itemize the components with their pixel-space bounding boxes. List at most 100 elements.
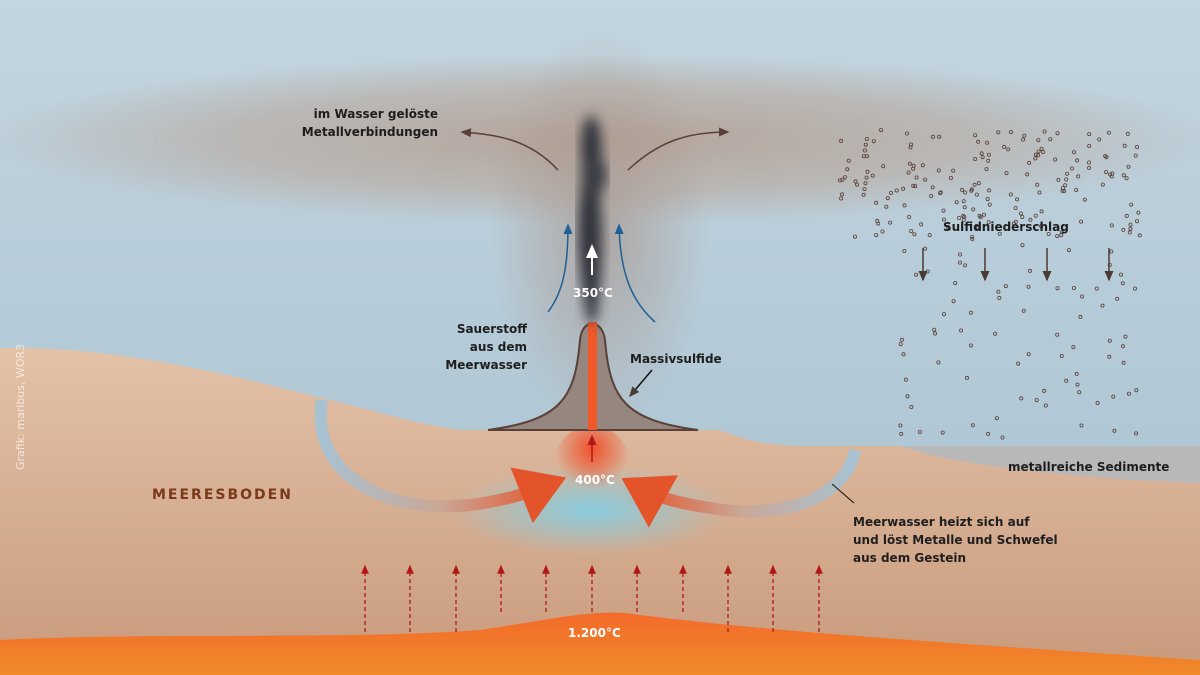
sulfide-particle [942,312,947,317]
sulfide-particle [1041,149,1046,154]
sulfide-particle [902,248,907,253]
sulfide-particle [914,175,919,180]
sulfide-particle [838,178,843,183]
sulfide-particle [957,260,962,265]
label-massive-sulfides: Massivsulfide [630,352,722,366]
sulfide-particle [1056,177,1061,182]
label-oxygen: Sauerstoff aus dem Meerwasser [420,320,527,374]
sulfide-particle [1136,210,1141,215]
sulfide-particle [951,168,956,173]
sulfide-particle [1121,227,1126,232]
sulfide-particle [1087,132,1092,137]
sulfide-particle [888,220,893,225]
sulfide-particle [1121,360,1126,365]
sulfide-particle [898,423,903,428]
sulfide-particle [1121,173,1126,178]
label-sulfide-precipitation: Sulfidniederschlag [943,220,1069,234]
sulfide-particle [1055,286,1060,291]
sulfide-particle [881,164,886,169]
label-temp-1200: 1.200°C [568,626,621,640]
magma [0,612,1200,675]
sulfide-particle [889,190,894,195]
sulfide-particle [1120,281,1125,286]
sulfide-particle [846,158,851,163]
sulfide-particle [945,224,950,229]
sulfide-particle [1035,182,1040,187]
sulfide-particle [1025,172,1030,177]
sulfide-particle [969,343,974,348]
sulfide-particle [959,328,964,333]
sulfide-particle [936,360,941,365]
sulfide-particle [901,186,906,191]
sulfide-particle [906,170,911,175]
sulfide-particle [1111,394,1116,399]
sulfide-particle [993,331,998,336]
hot-zone [554,425,630,505]
label-line: im Wasser gelöste [313,107,438,121]
sulfide-particle [863,142,868,147]
sulfide-particle [914,272,919,277]
sulfide-particle [1134,388,1139,393]
sulfide-particle [970,423,975,428]
sulfide-particle [1135,144,1140,149]
sulfide-particle [929,193,934,198]
sulfide-particle [1059,353,1064,358]
sulfide-particle [1115,296,1120,301]
sulfide-particle [1033,156,1038,161]
sulfide-particle [1080,294,1085,299]
sulfide-particle [911,183,916,188]
sulfide-particle [1097,137,1102,142]
sulfide-particle [987,188,992,193]
sulfide-particle [933,331,938,336]
label-seawater-heating: Meerwasser heizt sich auf und löst Metal… [853,513,1058,567]
sulfide-particle [1110,171,1115,176]
sulfide-particle [901,352,906,357]
sulfide-particle [963,263,968,268]
sulfide-particle [1020,243,1025,248]
sulfide-particle [1075,158,1080,163]
metal-rich-sediment-layer [900,446,1200,483]
sulfide-particle [987,202,992,207]
sulfide-particle [840,192,845,197]
sulfide-particle [907,214,912,219]
sulfide-particle [839,138,844,143]
sulfide-particle [1126,391,1131,396]
sulfide-particle [1135,219,1140,224]
massivsulfide-pointer [629,369,653,398]
sulfide-particle [1078,314,1083,319]
label-temp-400: 400°C [575,473,615,487]
sulfide-particle [1027,160,1032,165]
sulfide-particle [1055,131,1060,136]
sulfide-particle [840,177,845,182]
sulfide-particle [1126,164,1131,169]
sulfide-particle [1104,155,1109,160]
sulfide-particle [1107,354,1112,359]
sulfide-particle [972,182,977,187]
sulfide-particle [1104,170,1109,175]
label-seafloor: MEERESBODEN [152,487,293,503]
sulfide-particle [996,130,1001,135]
sulfide-particle [1021,308,1026,313]
sulfide-particle [960,187,965,192]
sulfide-particle [1026,284,1031,289]
sulfide-particle [909,229,914,234]
sulfide-particle [985,140,990,145]
sulfide-particle [1108,172,1113,177]
sulfide-particle [843,175,848,180]
sulfide-particle [1128,226,1133,231]
sulfide-particle [1037,190,1042,195]
sulfide-particle [1006,147,1011,152]
sulfide-particle [870,173,875,178]
sulfide-particle [864,175,869,180]
sulfide-particle [979,151,984,156]
sulfide-particle [894,188,899,193]
sulfide-particle [1020,214,1025,219]
sulfide-particle [1019,396,1024,401]
sulfide-particle [865,169,870,174]
sulfide-particle [1018,211,1023,216]
sulfide-particle [1004,171,1009,176]
credit: Grafik: maribus, WOR3 [14,343,27,470]
sulfide-particle [969,188,974,193]
sulfide-particle [986,152,991,157]
sulfide-particle [1059,230,1064,235]
